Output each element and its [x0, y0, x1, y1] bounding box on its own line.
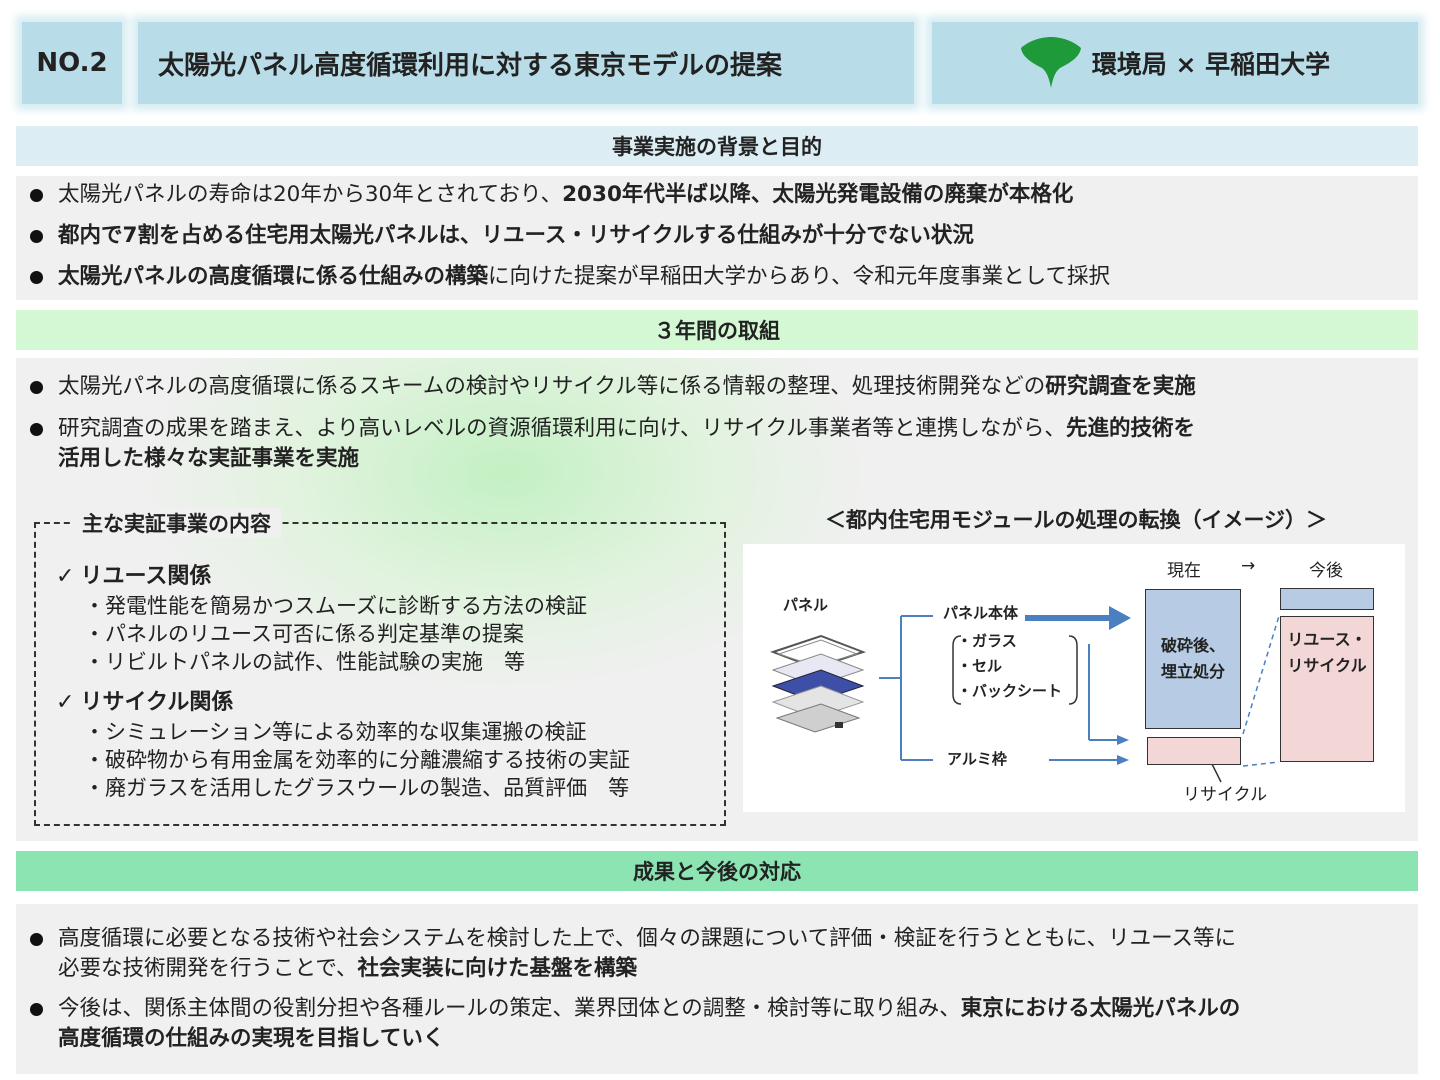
recycle-share-box: [1147, 737, 1241, 765]
frame-label: アルミ枠: [947, 750, 1007, 768]
section-title-background: 事業実施の背景と目的: [16, 126, 1418, 166]
panel-body-label: パネル本体: [943, 604, 1019, 622]
bullet-icon: [30, 1003, 43, 1016]
panel-label: パネル: [783, 596, 829, 614]
part-label: ・バックシート: [957, 682, 1063, 700]
bullet-icon: [30, 423, 43, 436]
section-title-results: 成果と今後の対応: [16, 851, 1418, 891]
list-item: ・リビルトパネルの試作、性能試験の実施 等: [84, 650, 525, 674]
recycle-category: ✓リサイクル関係: [56, 690, 234, 715]
future-label: 今後: [1309, 561, 1343, 581]
check-icon: ✓: [56, 690, 75, 715]
list-item: ・パネルのリユース可否に係る判定基準の提案: [84, 622, 524, 646]
bullet-item: 高度循環に必要となる技術や社会システムを検討した上で、個々の課題について評価・検…: [22, 924, 1236, 984]
reuse-recycle-box: リユース・リサイクル: [1280, 616, 1374, 762]
efforts-panel: 太陽光パネルの高度循環に係るスキームの検討やリサイクル等に係る情報の整理、処理技…: [16, 358, 1418, 841]
bullet-item: 研究調査の成果を踏まえ、より高いレベルの資源循環利用に向け、リサイクル事業者等と…: [22, 414, 1195, 474]
check-icon: ✓: [56, 564, 75, 589]
section-title-efforts: ３年間の取組: [16, 310, 1418, 350]
arrow-icon: →: [1241, 556, 1256, 576]
solar-panel-icon: [770, 634, 866, 733]
list-item: ・破砕物から有用金属を効率的に分離濃縮する技術の実証: [84, 748, 630, 772]
list-item: ・発電性能を簡易かつスムーズに診断する方法の検証: [84, 594, 587, 618]
now-label: 現在: [1167, 561, 1201, 581]
bullet-item: 都内で7割を占める住宅用太陽光パネルは、リユース・リサイクルする仕組みが十分でな…: [22, 221, 974, 251]
bullet-item: 太陽光パネルの高度循環に係る仕組みの構築に向けた提案が早稲田大学からあり、令和元…: [22, 262, 1110, 292]
landfill-box: 破砕後、埋立処分: [1145, 589, 1241, 729]
diagram-lines: [770, 606, 1280, 783]
part-label: ・ガラス: [957, 632, 1017, 650]
bullet-icon: [30, 230, 43, 243]
demo-projects-title: 主な実証事業の内容: [72, 508, 281, 538]
diagram-caption: ＜都内住宅用モジュールの処理の転換（イメージ）＞: [824, 508, 1328, 532]
demo-projects-box: 主な実証事業の内容 ✓リユース関係 ・発電性能を簡易かつスムーズに診断する方法の…: [34, 508, 726, 826]
bullet-item: 太陽光パネルの高度循環に係るスキームの検討やリサイクル等に係る情報の整理、処理技…: [22, 372, 1196, 402]
ginkgo-leaf-icon: [1020, 37, 1081, 88]
future-landfill-box: [1280, 588, 1374, 610]
bullet-icon: [30, 933, 43, 946]
recycle-label: リサイクル: [1183, 785, 1268, 805]
doc-title: 太陽光パネル高度循環利用に対する東京モデルの提案: [138, 22, 914, 104]
results-panel: 高度循環に必要となる技術や社会システムを検討した上で、個々の課題について評価・検…: [16, 904, 1418, 1074]
bullet-icon: [30, 271, 43, 284]
background-panel: 太陽光パネルの寿命は20年から30年とされており、2030年代半ば以降、太陽光発…: [16, 176, 1418, 300]
list-item: ・シミュレーション等による効率的な収集運搬の検証: [84, 720, 587, 744]
bullet-icon: [30, 381, 43, 394]
doc-number: NO.2: [22, 22, 122, 104]
reuse-category: ✓リユース関係: [56, 564, 212, 589]
list-item: ・廃ガラスを活用したグラスウールの製造、品質評価 等: [84, 776, 630, 800]
bullet-item: 太陽光パネルの寿命は20年から30年とされており、2030年代半ば以降、太陽光発…: [22, 180, 1073, 210]
part-label: ・セル: [957, 657, 1003, 675]
doc-org: 環境局 × 早稲田大学: [932, 22, 1418, 104]
bullet-item: 今後は、関係主体間の役割分担や各種ルールの策定、業界団体との調整・検討等に取り組…: [22, 994, 1240, 1054]
bullet-icon: [30, 189, 43, 202]
module-processing-diagram: パネル パネル本体 ・ガラス ・セル ・バックシート アルミ枠 現在 → 今後 …: [743, 544, 1405, 812]
